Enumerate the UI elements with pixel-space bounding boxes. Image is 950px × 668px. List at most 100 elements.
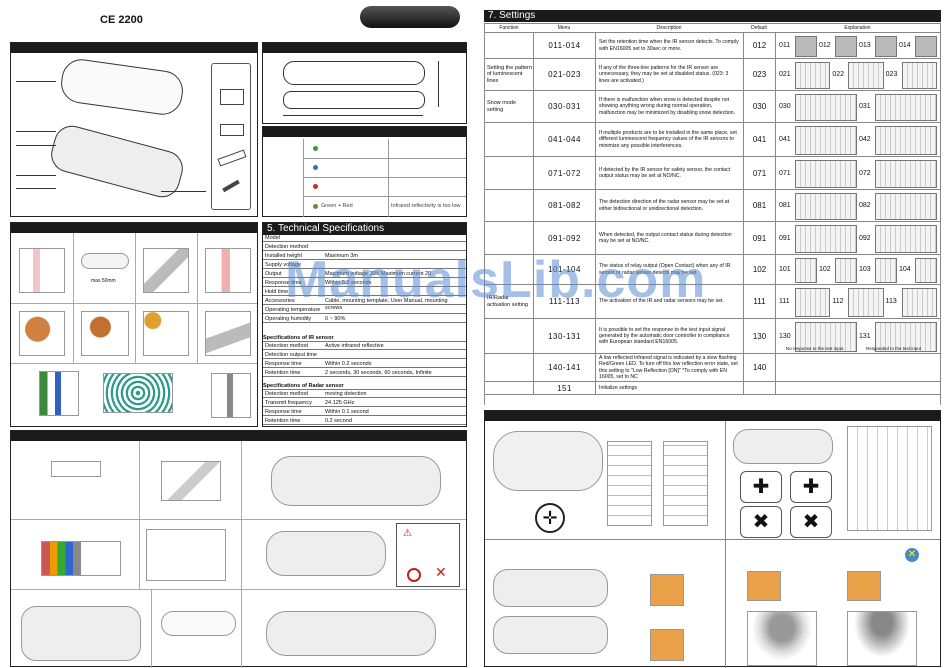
cover-illustration [161,611,236,636]
installation-cautions-panel: max 50mm [10,222,258,427]
spec-label: Detection method [265,244,309,250]
explanation-diagram [795,160,857,188]
setting-description: If detected by the IR sensor for safety … [595,157,743,189]
setting-function [485,157,533,189]
spec-row: Detection method [263,244,466,251]
spec-subtitle: Specifications of IR sensor [263,335,466,342]
explanation-option-label: 103 [859,266,871,273]
spec-label: Transmit frequency [265,400,312,406]
spec-value: Cable, mounting template, User Manual, m… [325,298,448,311]
setting-menu: 021-023 [533,59,595,90]
setting-description: The activation of the IR and radar senso… [595,285,743,318]
setting-function: Snow mode setting [487,100,517,113]
dip-switch-1 [650,574,684,606]
spec-row: Operating temperature [263,307,466,314]
spec-subtitle: Specifications of Radar sensor [263,383,466,390]
screwdriver-open-illustration [271,456,441,506]
setting-default: 030 [743,91,775,122]
radar-angle-icon-4: ✖ [790,506,832,538]
pattern-switch-1 [747,571,781,601]
max-height-label: max 50mm [91,278,116,284]
spec-value: Maximum 3m [325,253,359,259]
template-mount-illustration [51,461,101,477]
setting-description: If any of the three-line patterns for th… [595,59,743,90]
spec-label: Operating temperature [265,307,321,313]
sensor-dimension-bottom [283,91,425,109]
person-beam-illustration [205,248,251,293]
explanation-option-label: 042 [859,136,871,143]
explanation-option-label: 012 [819,42,831,49]
spec-row: Supply voltage [263,262,466,269]
spec-label: Output [265,271,282,277]
setting-menu: 091-092 [533,222,595,254]
setting-menu: 081-082 [533,190,595,221]
detection-pattern-chart-2 [847,611,917,666]
template-icon [220,89,244,105]
spec-row: Response time Within 0.2 seconds [263,280,466,287]
explanation-option-label: 104 [899,266,911,273]
setting-menu: 130-131 [533,319,595,353]
spec-label: Retention time [265,418,301,424]
explanation-diagram [875,225,937,253]
spec-label: Installed height [265,253,302,259]
setting-default: 081 [743,190,775,221]
sensor-top-diagram [58,56,186,118]
ir-beam-grid [607,441,652,526]
setting-menu: 041-044 [533,123,595,156]
spec-value: Within 0.2 seconds [325,280,372,286]
explanation-option-label: 013 [859,42,871,49]
ce-mark-label: CE 2200 [100,14,143,26]
setting-menu: 140-141 [533,354,595,381]
explanation-option-label: 041 [779,136,791,143]
angle-adjust-illustration [493,431,603,491]
header-menu: Menu [557,25,571,31]
spec-label: Response time [265,280,302,286]
led-green-icon [313,146,318,151]
explanation-option-label: 112 [832,298,844,305]
explanation-option-label: 023 [885,71,898,78]
door-frame-illustration [211,373,251,418]
wire-terminal-illustration [146,529,226,581]
setting-description: Initialize settings [595,382,743,394]
sensor-wiring-illustration [266,531,386,576]
explanation-option-label: 102 [819,266,831,273]
explanation-option-label: 014 [899,42,911,49]
explanation-option-label: 101 [779,266,791,273]
explanation-diagram [875,258,897,283]
setting-description: If multiple products are to be installed… [595,123,743,156]
setting-description: When detected, the output contact status… [595,222,743,254]
explanation-option-label: 111 [779,298,790,305]
radar-adjust-illustration [733,429,833,464]
explanation-diagram [835,258,857,283]
explanation-option-label: 071 [779,169,791,177]
explanation-option-label: 113 [885,298,897,305]
dimensions-panel [262,42,467,124]
setting-function: Setting the pattern of luminescent lines [487,64,532,84]
explanation-diagram [795,94,857,121]
spec-row: Detection output time [263,352,466,359]
spec-label: Detection method [265,343,309,349]
explanation-option-label: 081 [779,202,791,209]
sensor-cover-open-2 [493,616,608,654]
setting-default: 091 [743,222,775,254]
explanation-note: No response to the test input [786,346,844,351]
spec-label: Hold time [265,289,289,295]
explanation-option-label: 131 [859,332,871,340]
spec-row: Hold time [263,289,466,296]
setting-default: 071 [743,157,775,189]
spec-value: Within 0.1 second [325,409,369,415]
sensor-cover-open [493,569,608,607]
